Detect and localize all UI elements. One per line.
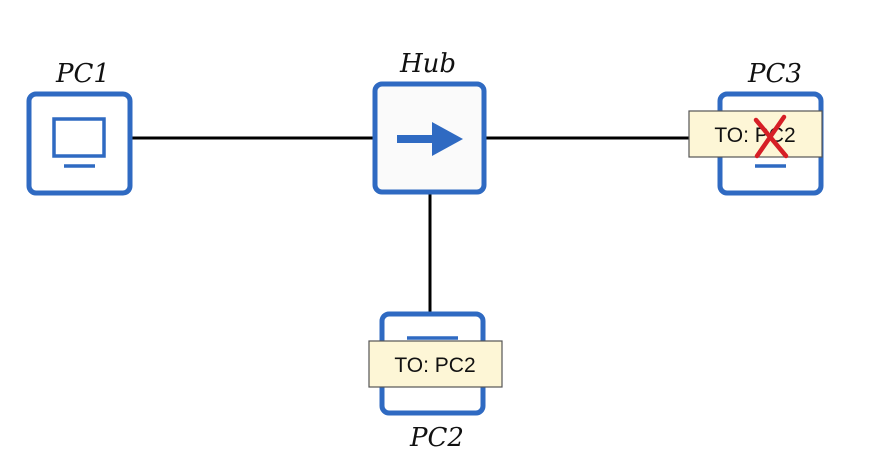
pc3-label: PC3	[747, 59, 802, 89]
pc2-label: PC2	[409, 423, 464, 453]
frame-at-pc2: TO: PC2	[368, 340, 503, 388]
hub-device: Hub	[372, 49, 487, 195]
pc1-box	[26, 91, 133, 196]
pc2-device: TO: PC2 PC2	[368, 311, 503, 453]
pc3-device: PC3 TO: PC2	[688, 59, 824, 196]
hub-label: Hub	[399, 49, 456, 79]
frame-text: TO: PC2	[714, 124, 795, 147]
arrow-right-icon	[397, 122, 463, 156]
cross-icon	[753, 114, 789, 159]
frame-text: TO: PC2	[394, 354, 475, 377]
pc1-device: PC1	[26, 59, 133, 196]
frame-at-pc3: TO: PC2	[688, 110, 823, 159]
pc1-label: PC1	[55, 59, 110, 89]
monitor-icon	[52, 117, 106, 168]
frame-tag	[368, 340, 503, 388]
